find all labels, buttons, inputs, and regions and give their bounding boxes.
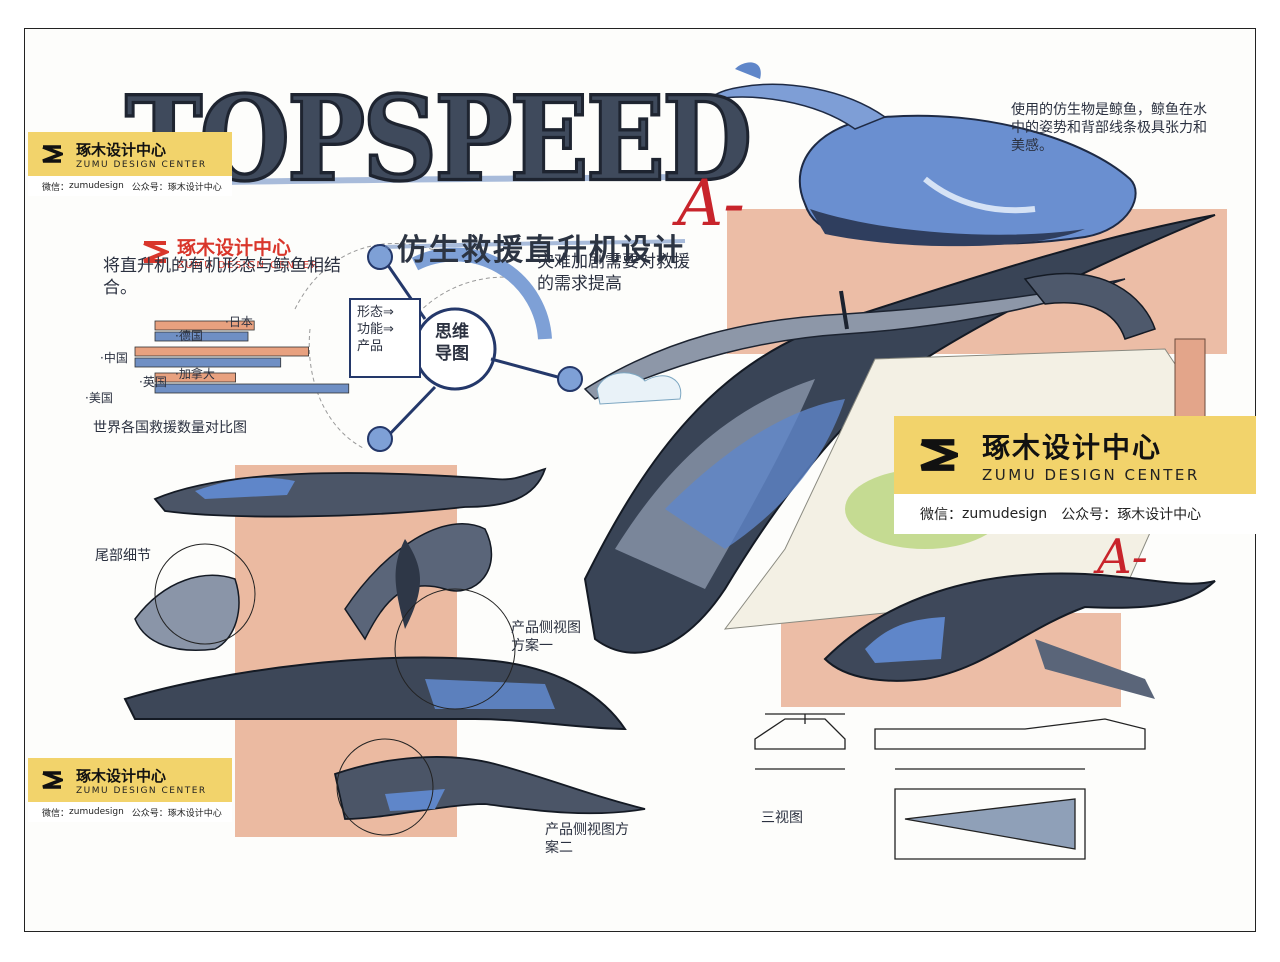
brand-stamp-en: ZUMU DESIGN CENTER (177, 260, 320, 271)
chart-bar-2 (134, 346, 310, 357)
helicopter-sketch-swept (344, 523, 493, 641)
grade-mark-top: A- (677, 167, 745, 241)
watermark-cn: 琢木设计中心 (76, 766, 167, 785)
mindmap-label-form: 形态⇒ (357, 305, 394, 320)
note-demand: 灾难加剧需要对救援的需求提高 (537, 252, 690, 295)
note-tail-detail: 尾部细节 (95, 548, 151, 564)
mindmap-left-labels: 形态⇒ 功能⇒ 产品 (357, 305, 417, 356)
helicopter-sketch-top-left (153, 467, 547, 518)
helicopter-side-view-right (823, 572, 1216, 699)
zumu-logo-icon (28, 758, 76, 802)
three-view-drawings (754, 713, 1146, 860)
brand-stamp-cn: 琢木设计中心 (177, 237, 292, 259)
chart-category-label: ·德国 (175, 329, 203, 343)
watermark-en: ZUMU DESIGN CENTER (76, 785, 207, 796)
mindmap-center-label: 思维导图 (435, 322, 469, 365)
watermark-badge: 琢木设计中心 ZUMU DESIGN CENTER (28, 132, 232, 176)
zumu-logo-icon (894, 416, 982, 494)
note-three-view: 三视图 (761, 810, 803, 826)
watermark-footer: 微信： zumudesign 公众号： 琢木设计中心 (894, 494, 1256, 534)
helicopter-sketch-long-side (123, 588, 627, 731)
chart-bar-3 (134, 357, 282, 368)
whale-illustration (710, 62, 1137, 247)
grade-mark-lower: A- (1097, 529, 1148, 585)
note-inspiration: 使用的仿生物是鲸鱼，鲸鱼在水中的姿势和背部线条极具张力和美感。 (1011, 102, 1207, 155)
watermark-en: ZUMU DESIGN CENTER (76, 159, 207, 170)
watermark-badge: 琢木设计中心 ZUMU DESIGN CENTER (894, 416, 1256, 494)
note-intro: 将直升机的有机形态与鲸鱼相结合。 (103, 256, 341, 299)
mindmap-label-function: 功能⇒ (357, 321, 394, 337)
chart-category-label: ·中国 (100, 351, 128, 365)
watermark-badge: 琢木设计中心 ZUMU DESIGN CENTER (28, 758, 232, 802)
chart-bar-0 (154, 320, 255, 331)
watermark-cn: 琢木设计中心 (76, 140, 167, 159)
watermark-cn: 琢木设计中心 (982, 431, 1163, 464)
chart-category-label: ·美国 (85, 391, 113, 405)
chart-bar-1 (154, 331, 249, 342)
zumu-logo-icon (28, 132, 76, 176)
note-side-view-1: 产品侧视图方案一 (511, 620, 581, 655)
chart-bar-5 (154, 383, 350, 394)
helicopter-main-illustration (583, 214, 1216, 654)
brand-stamp: 琢木设计中心 ZUMU DESIGN CENTER (141, 233, 319, 271)
note-side-view-2: 产品侧视图方案二 (545, 822, 629, 857)
chart-category-label: ·加拿大 (175, 367, 215, 381)
chart-bar-4 (154, 372, 236, 383)
helicopter-sketch-bottom (333, 738, 646, 836)
watermark-footer: 微信： zumudesign 公众号： 琢木设计中心 (28, 802, 232, 822)
rescue-comparison-bar-chart (134, 320, 350, 394)
mindmap-diagram (294, 242, 583, 452)
watermark-en: ZUMU DESIGN CENTER (982, 466, 1200, 484)
brand-logo-icon (143, 241, 169, 263)
page-subtitle: 仿生救援直升机设计 (397, 233, 685, 268)
mindmap-label-product: 产品 (357, 338, 384, 354)
helicopter-sketch-pod (134, 543, 256, 651)
chart-caption: 世界各国救援数量对比图 (93, 420, 247, 436)
chart-category-label: ·日本 (225, 315, 253, 329)
chart-category-label: ·英国 (139, 375, 167, 389)
watermark-footer: 微信： zumudesign 公众号： 琢木设计中心 (28, 176, 232, 196)
